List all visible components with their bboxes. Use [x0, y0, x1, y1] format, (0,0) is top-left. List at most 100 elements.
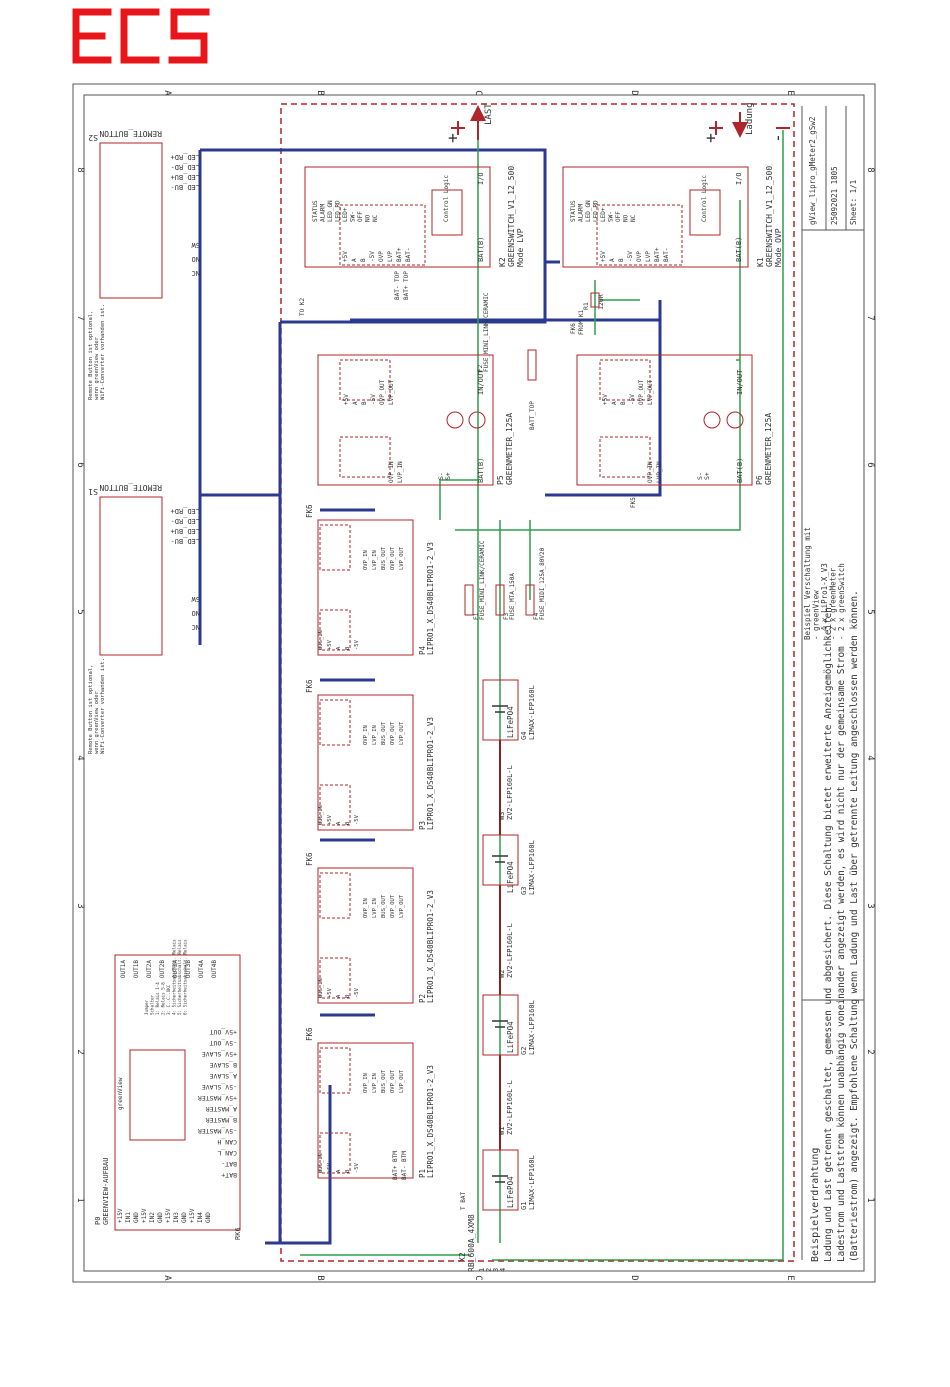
terminal-symbols: [451, 105, 790, 140]
greenview-input-pin: +15V: [165, 1208, 172, 1223]
lipro-pin: +5V: [327, 1162, 333, 1173]
frame-row-label: 5: [75, 609, 85, 614]
greenview-input-pin: GND: [133, 1212, 140, 1223]
greenview-input-pin: GND: [205, 1212, 212, 1223]
greenview-legend: 5: Sicherheitsabschalt. Relais: [177, 939, 182, 1015]
title-line: Beispiel Verschaltung mit: [803, 527, 812, 640]
lipro-pin: OVP_IN: [363, 1073, 369, 1093]
greenswitch-io: I/O: [735, 172, 743, 185]
frame-col-label: C: [473, 90, 483, 95]
fuse-ref: F2: [477, 364, 484, 372]
greenview-out-pin: OUT3B: [185, 960, 192, 978]
title-line: - 2 x greenMeter: [829, 567, 838, 640]
lipro-pin: -5V: [354, 639, 360, 650]
lipro-pin: A: [336, 1169, 342, 1173]
remote-note: wenn greenView oder: [94, 336, 100, 400]
greenmeter-pin: B: [361, 401, 368, 405]
terminal-minus: -: [768, 133, 787, 143]
remote-note: Remote Button ist optional,: [88, 665, 94, 754]
bus-wires: [198, 148, 662, 1245]
greenswitch-bus-pin: BAT+: [396, 247, 403, 262]
greenswitch-pin: ALARM: [578, 204, 585, 222]
greenview-legend: 6: Sicherheitsabschalt. Relais: [183, 939, 188, 1015]
greenswitch-bus-pin: -5V: [369, 251, 376, 262]
greenview-bus-pin: +5V_MASTER: [198, 1094, 237, 1102]
greenswitch-bus-pin: +5V: [600, 251, 607, 262]
greenmeter-io: IN/OUT: [477, 369, 485, 395]
cell-name: LIMAX-LFP160L: [528, 1155, 536, 1210]
greenswitch-pin: OFF: [357, 211, 364, 222]
cell-name: LIMAX-LFP160L: [528, 1000, 536, 1055]
greenmeter-pin: OVP_IN: [388, 461, 395, 483]
sheet-frame-inner: [83, 94, 865, 1272]
greenview-input-pin: IN3: [173, 1212, 180, 1223]
net-tag: T BAT: [460, 1192, 467, 1210]
greenswitch-bus-pin: BAT-: [405, 248, 412, 262]
frame-row-label: 1: [865, 1197, 875, 1202]
greenswitch-pin: LED+: [342, 207, 349, 222]
lipro-pin: B: [345, 821, 351, 825]
lipro-name: LIPRO1_X_DS40BLIPRO1-2_V3: [426, 890, 435, 1003]
remote-led-pin: LED_BU-: [170, 537, 200, 545]
frame-col-label: A: [162, 90, 172, 96]
greenswitch-bus-pin: OVP: [378, 251, 385, 262]
greenswitch-bus-pin: B: [618, 258, 625, 262]
greenswitch-name: GREENSWITCH_V1_12_500: [765, 166, 774, 267]
lipro-pin: LVP_OUT: [399, 894, 405, 918]
greenmeter-pin: LVP_IN: [397, 461, 404, 483]
frame-col-label: E: [785, 90, 795, 95]
lipro-ref: P3: [418, 821, 427, 830]
greenmeter-name: GREENMETER_125A: [505, 413, 514, 485]
lipro-pin: BUS_IN: [318, 805, 324, 825]
remote-note: wenn greenView oder: [94, 690, 100, 754]
assembly-boundary: [280, 103, 795, 1262]
greenmeter-io: S-: [437, 472, 445, 480]
lipro-ref: P2: [418, 994, 427, 1003]
cell-ref: G2: [520, 1047, 528, 1055]
greenmeter-pin: OVP_OUT: [379, 379, 386, 405]
greenview-legend: Schalter: [150, 994, 155, 1015]
greenmeter-io: BAT(B): [736, 458, 744, 483]
greenswitch-pin: STATUS: [312, 200, 319, 222]
greenview-bus-pin: -5V_SLAVE: [202, 1083, 237, 1091]
lipro-pin: B: [345, 646, 351, 650]
remote-led-pin: LED_RD-: [170, 163, 200, 171]
frame-row-label: 4: [865, 755, 875, 760]
title-date: 25092021 1805: [830, 166, 839, 225]
frame-row-label: 8: [865, 167, 875, 172]
greenview-bus-pin: A_MASTER: [206, 1105, 237, 1113]
terminal-ladung: Ladung: [745, 102, 755, 135]
frame-row-label: 6: [75, 462, 85, 467]
lipro-pin: BUS_OUT: [381, 546, 387, 570]
greenmeter-pin: LVP_OUT: [647, 379, 654, 405]
remote-led-pin: LED_BU-: [170, 183, 200, 191]
power-wires: [300, 130, 784, 1261]
greenview-bus-pin: B_SLAVE: [210, 1061, 237, 1069]
greenswitch-pin: STATUS: [570, 200, 577, 222]
lipro-pin: B: [345, 994, 351, 998]
remote-sw-pin: SW: [191, 595, 200, 603]
connector-ref: W3: [498, 812, 506, 820]
greenview-out-pin: OUT4A: [198, 960, 205, 978]
terminal-plus: +: [701, 133, 720, 143]
greenview-bus-pin: CAN_L: [217, 1149, 237, 1157]
greenmeter-ref: P5: [496, 475, 505, 485]
fuse-name: FUSE_MIDI_125A_80V20: [539, 547, 546, 620]
remote-sw-pin: NC: [192, 269, 200, 277]
fuse-name: FUSE_MINI_LINK/CERAMIC: [483, 292, 490, 372]
x2-pin: 4: [499, 1268, 507, 1272]
greenview-bus-pin: BAT-: [221, 1160, 237, 1168]
greenmeter-pin: OVP_IN: [647, 461, 654, 483]
greenswitch-pin: OFF: [615, 211, 622, 222]
cell-ref: G4: [520, 732, 528, 740]
lipro-pin: BUS_OUT: [381, 721, 387, 745]
greenswitch-pin: SW-: [608, 211, 615, 222]
greenmeter-io: S+: [444, 472, 452, 480]
connector-ref: W1: [498, 1127, 506, 1135]
lipro-pin: -5V: [354, 987, 360, 998]
connector-name: ZV2-LFP160L-L: [506, 765, 514, 820]
greenview-legend: 4: Sicherheitsabschalt. Relais: [172, 939, 177, 1015]
lipro-fk: FK6: [305, 504, 314, 518]
greenswitch-bus-pin: BAT+: [654, 247, 661, 262]
x2-part: RB_600A_4XM8: [467, 1214, 476, 1272]
